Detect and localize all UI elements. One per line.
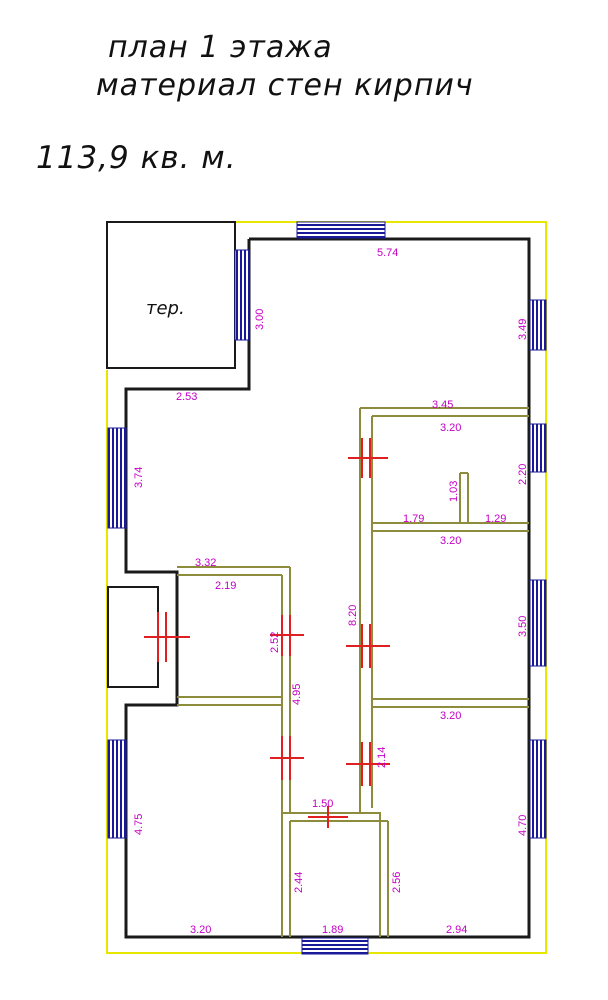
- plan-title-floor: план 1 этажа: [108, 30, 333, 65]
- dim-2-53: 2.53: [176, 391, 197, 403]
- door-5: [270, 736, 304, 780]
- windows: [107, 221, 547, 955]
- dim-2-19: 2.19: [215, 580, 236, 592]
- window-left-1: [107, 427, 127, 529]
- dim-3-45: 3.45: [432, 399, 453, 411]
- dim-3-20-d: 3.20: [190, 924, 211, 936]
- dim-8-20: 8.20: [347, 605, 359, 626]
- dim-3-49: 3.49: [517, 319, 529, 340]
- dim-3-20-a: 3.20: [440, 422, 461, 434]
- interior-partitions: [177, 407, 529, 937]
- dim-3-00: 3.00: [254, 309, 266, 330]
- dim-3-74: 3.74: [133, 467, 145, 488]
- terrace-label: тер.: [146, 298, 185, 319]
- dim-3-20-b: 3.20: [440, 535, 461, 547]
- dim-1-79: 1.79: [403, 513, 424, 525]
- lot-boundary: [106, 221, 547, 954]
- dim-1-89: 1.89: [322, 924, 343, 936]
- plan-title-material: материал стен кирпич: [96, 68, 474, 103]
- terrace-room: [106, 221, 236, 369]
- door-1: [348, 438, 388, 478]
- dim-2-94: 2.94: [446, 924, 467, 936]
- window-right-4: [529, 739, 547, 839]
- door-4: [346, 624, 390, 668]
- plan-total-area: 113,9 кв. м.: [36, 140, 237, 176]
- door-6: [346, 742, 390, 786]
- dim-1-03: 1.03: [448, 481, 460, 502]
- doors: [144, 438, 390, 828]
- door-7: [308, 806, 348, 828]
- window-bottom: [301, 937, 369, 955]
- dim-4-70: 4.70: [517, 815, 529, 836]
- dim-4-75: 4.75: [133, 814, 145, 835]
- dim-3-32: 3.32: [195, 557, 216, 569]
- dim-1-50: 1.50: [312, 798, 333, 810]
- dimension-labels: 5.74 3.00 3.49 2.53 3.45 3.20 3.74 2.20 …: [133, 247, 529, 936]
- dim-1-29: 1.29: [485, 513, 506, 525]
- dim-2-20: 2.20: [517, 464, 529, 485]
- dim-2-14: 2.14: [376, 747, 388, 768]
- dim-4-95: 4.95: [291, 684, 303, 705]
- window-left-2: [107, 739, 127, 839]
- dim-5-74: 5.74: [377, 247, 398, 259]
- dim-3-50: 3.50: [517, 616, 529, 637]
- window-right-2: [529, 423, 547, 473]
- dim-2-56: 2.56: [391, 872, 403, 893]
- door-2: [144, 612, 190, 662]
- dim-3-20-c: 3.20: [440, 710, 461, 722]
- window-top: [296, 221, 386, 239]
- window-terrace: [234, 249, 250, 341]
- window-right-1: [529, 299, 547, 351]
- dim-2-44: 2.44: [293, 872, 305, 893]
- window-right-3: [529, 579, 547, 667]
- dim-2-52: 2.52: [269, 632, 281, 653]
- door-3: [270, 615, 304, 656]
